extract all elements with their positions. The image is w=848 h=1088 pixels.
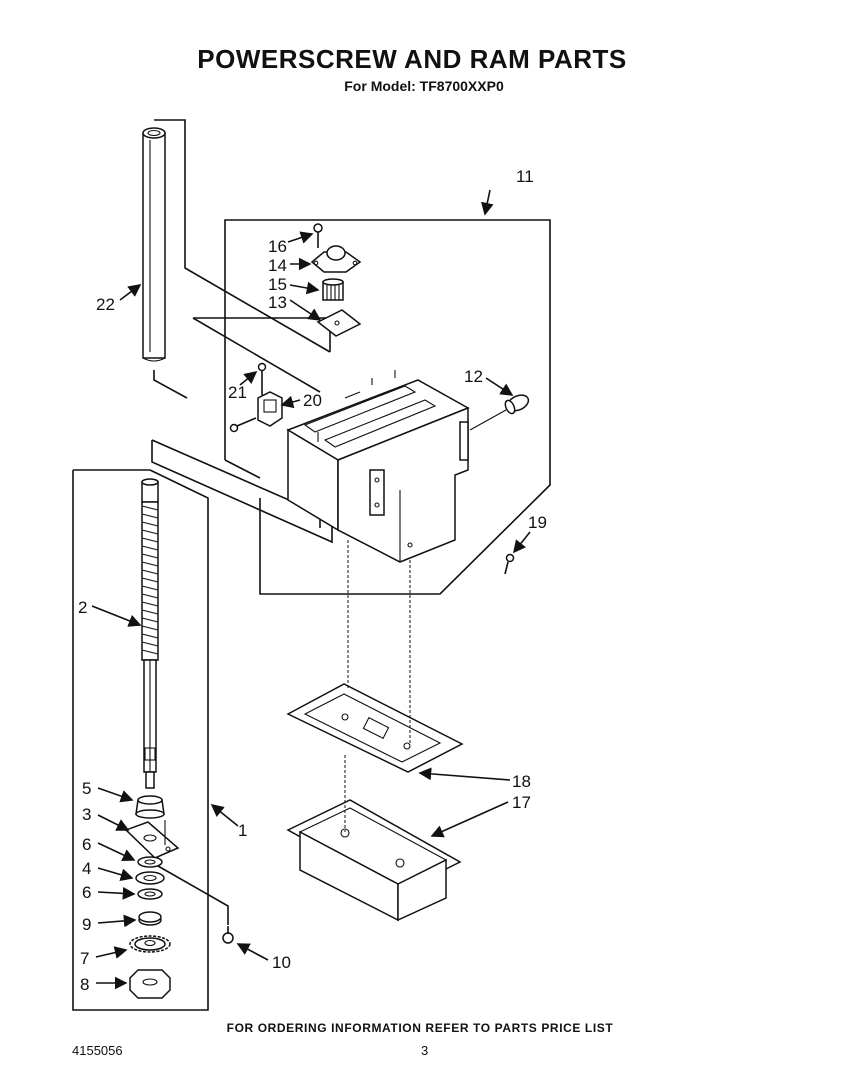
part-7-sprocket [129, 935, 171, 953]
callout-8: 8 [80, 975, 89, 994]
part-9-spacer [138, 911, 162, 926]
callout-20: 20 [303, 391, 322, 410]
part-3-bearing-plate [124, 820, 180, 859]
model-subtitle: For Model: TF8700XXP0 [344, 78, 504, 94]
page-title: POWERSCREW AND RAM PARTS [197, 44, 627, 74]
part-14-mount [310, 245, 362, 273]
part-20-bracket [257, 362, 283, 427]
part-13-plate [316, 309, 362, 337]
part-6b-washer [137, 888, 163, 900]
part-16-screw [313, 223, 323, 248]
callout-7: 7 [80, 949, 89, 968]
part-4-bearing [135, 871, 165, 885]
ordering-note: FOR ORDERING INFORMATION REFER TO PARTS … [226, 1021, 614, 1035]
callout-17: 17 [512, 793, 531, 812]
page-number: 3 [421, 1043, 429, 1058]
part-12-grommet [469, 394, 530, 431]
callout-10: 10 [272, 953, 291, 972]
callout-5: 5 [82, 779, 91, 798]
callout-3: 3 [82, 805, 91, 824]
part-22-tube [142, 119, 331, 399]
part-21-screw [229, 417, 257, 433]
callout-11: 11 [516, 167, 534, 186]
callout-9: 9 [82, 915, 91, 934]
callout-15: 15 [268, 275, 287, 294]
part-6a-washer [137, 856, 163, 868]
part-8-nut [129, 969, 171, 999]
callout-4: 4 [82, 859, 91, 878]
callout-13: 13 [268, 293, 287, 312]
part-15-gear [322, 278, 344, 301]
callout-19: 19 [528, 513, 547, 532]
callout-6b: 6 [82, 883, 91, 902]
part-18-gasket [286, 683, 464, 773]
housing-box [286, 370, 470, 563]
part-5-bushing [135, 795, 165, 819]
part-2-powerscrew [141, 478, 159, 789]
part-17-tray [286, 799, 462, 922]
callout-18: 18 [512, 772, 531, 791]
assembly-1-frame [72, 469, 209, 1011]
callout-1: 1 [238, 821, 247, 840]
part-10-screw [157, 865, 234, 944]
callout-12: 12 [464, 367, 483, 386]
callout-16: 16 [268, 237, 287, 256]
callout-2: 2 [78, 598, 87, 617]
callout-arrows [91, 189, 531, 990]
callout-14: 14 [268, 256, 287, 275]
callout-labels: 11 12 16 14 15 13 20 21 22 19 2 18 17 1 … [78, 167, 547, 994]
callout-6a: 6 [82, 835, 91, 854]
callout-21: 21 [228, 383, 247, 402]
document-number: 4155056 [72, 1043, 123, 1058]
part-19-screw [504, 553, 515, 575]
callout-22: 22 [96, 295, 115, 314]
